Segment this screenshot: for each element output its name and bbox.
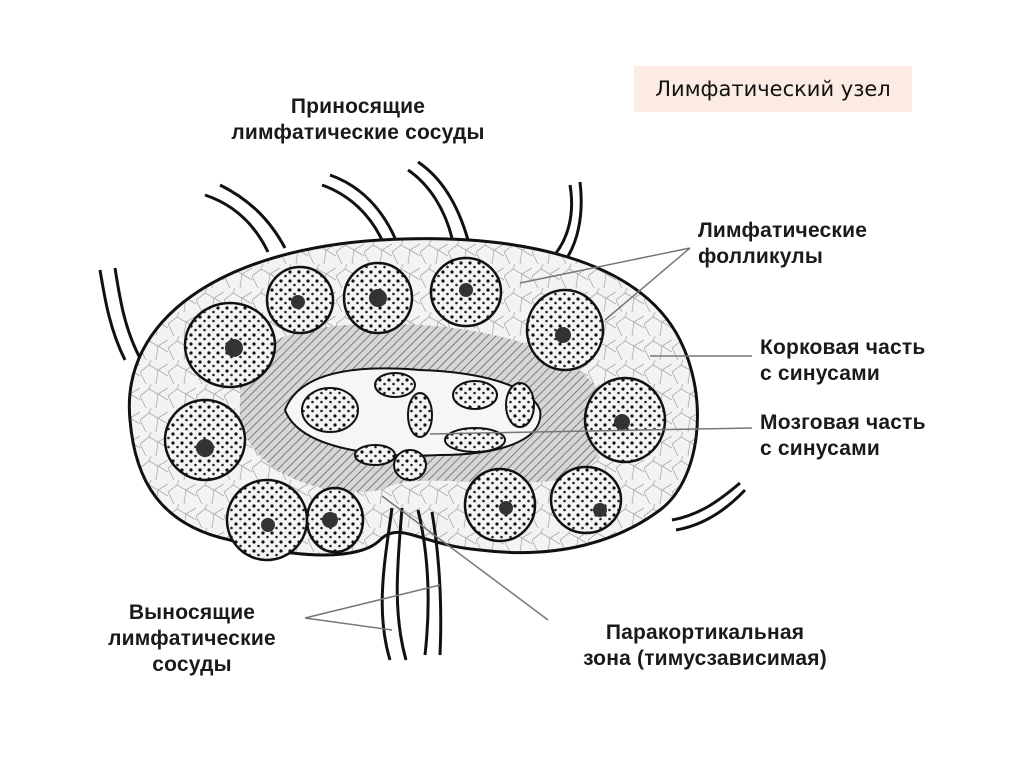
- label-line: лимфатические: [108, 627, 276, 650]
- germinal-centers: [196, 283, 630, 532]
- label-line: Лимфатические: [698, 219, 868, 242]
- label-line: Паракортикальная: [605, 621, 805, 644]
- label-line: зона (тимусзависимая): [583, 647, 827, 670]
- label-line: Приносящие: [290, 95, 426, 118]
- label-cortex: Корковая часть с синусами: [760, 335, 925, 387]
- label-paracortex: Паракортикальная зона (тимусзависимая): [540, 620, 870, 672]
- label-line: с синусами: [760, 362, 881, 385]
- efferent-vessels: [380, 481, 747, 661]
- label-medulla: Мозговая часть с синусами: [760, 410, 926, 462]
- label-line: Корковая часть: [760, 336, 926, 359]
- label-line: с синусами: [760, 437, 881, 460]
- pointer-lines: [304, 247, 753, 631]
- label-afferent-vessels: Приносящие лимфатические сосуды: [188, 94, 528, 146]
- label-line: Мозговая часть: [760, 411, 926, 434]
- label-line: фолликулы: [698, 245, 823, 268]
- slide-title: Лимфатический узел: [634, 66, 912, 112]
- medullary-cords: [301, 372, 535, 481]
- label-follicles: Лимфатические фолликулы: [698, 218, 867, 270]
- label-line: сосуды: [152, 653, 232, 676]
- label-efferent-vessels: Выносящие лимфатические сосуды: [76, 600, 308, 678]
- label-line: лимфатические сосуды: [231, 121, 485, 144]
- label-line: Выносящие: [128, 601, 256, 624]
